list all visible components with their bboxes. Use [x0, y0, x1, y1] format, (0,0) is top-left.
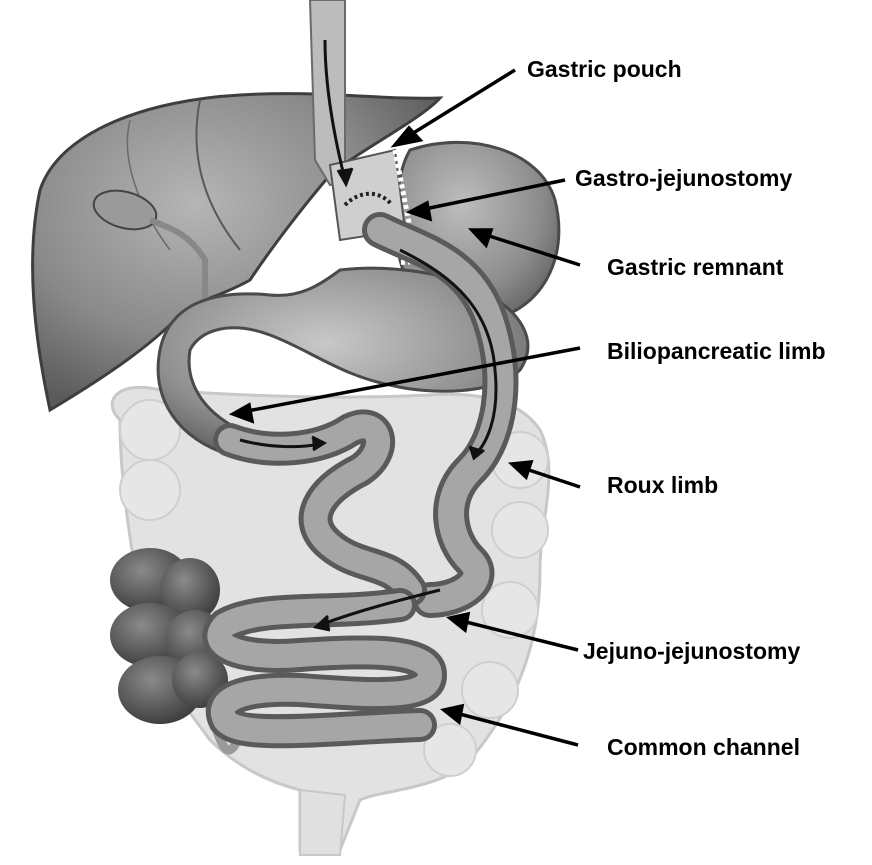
label-gastric-pouch: Gastric pouch — [527, 58, 682, 81]
label-gastro-jejunostomy: Gastro-jejunostomy — [575, 167, 792, 190]
label-biliopancreatic-limb: Biliopancreatic limb — [607, 340, 826, 363]
label-roux-limb: Roux limb — [607, 474, 718, 497]
label-gastric-remnant: Gastric remnant — [607, 256, 783, 279]
label-common-channel: Common channel — [607, 736, 800, 759]
label-jejuno-jejunostomy: Jejuno-jejunostomy — [583, 640, 800, 663]
